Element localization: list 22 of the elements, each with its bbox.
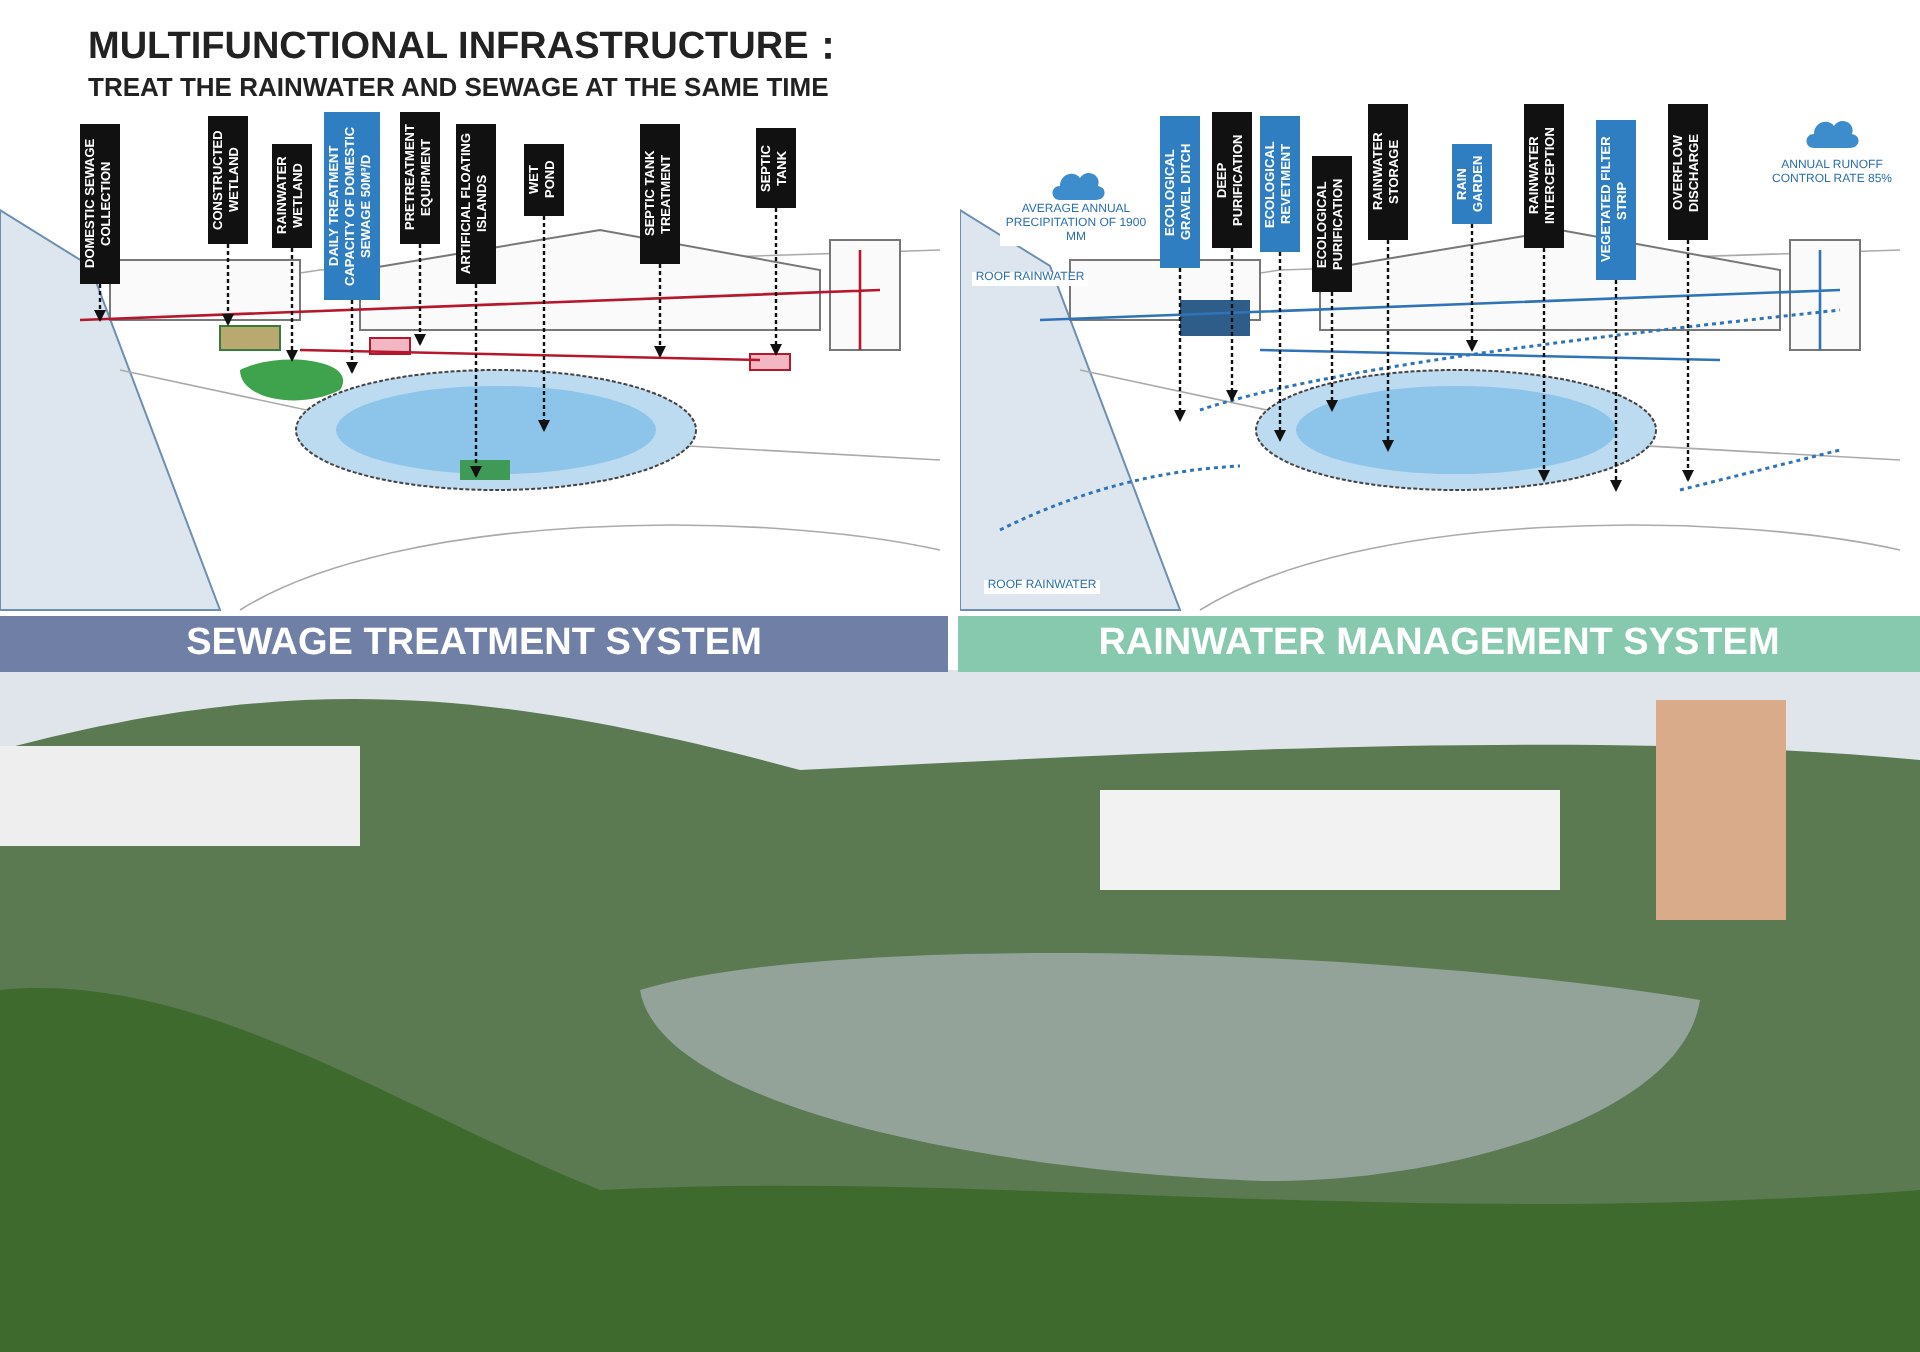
leader-line <box>538 216 550 432</box>
title: MULTIFUNCTIONAL INFRASTRUCTURE： <box>88 24 847 72</box>
leader-line <box>1226 248 1238 402</box>
leader-line <box>654 264 666 358</box>
leader-line <box>94 284 106 322</box>
leader-line <box>1174 268 1186 422</box>
leader-line <box>1466 224 1478 352</box>
leader-line <box>770 208 782 356</box>
leader-line <box>1382 240 1394 452</box>
leader-line <box>346 300 358 374</box>
leader-line <box>470 284 482 478</box>
leader-line <box>222 244 234 326</box>
section-banner: SEWAGE TREATMENT SYSTEM <box>0 616 948 672</box>
leader-line <box>1326 292 1338 412</box>
leader-line <box>1538 248 1550 482</box>
leader-line <box>1682 240 1694 482</box>
subtitle: TREAT THE RAINWATER AND SEWAGE AT THE SAME TIME <box>88 72 831 102</box>
leader-line <box>286 248 298 362</box>
leader-line <box>1274 252 1286 442</box>
section-banner: RAINWATER MANAGEMENT SYSTEM <box>958 616 1920 672</box>
leader-line <box>414 244 426 346</box>
leader-line <box>1610 280 1622 492</box>
